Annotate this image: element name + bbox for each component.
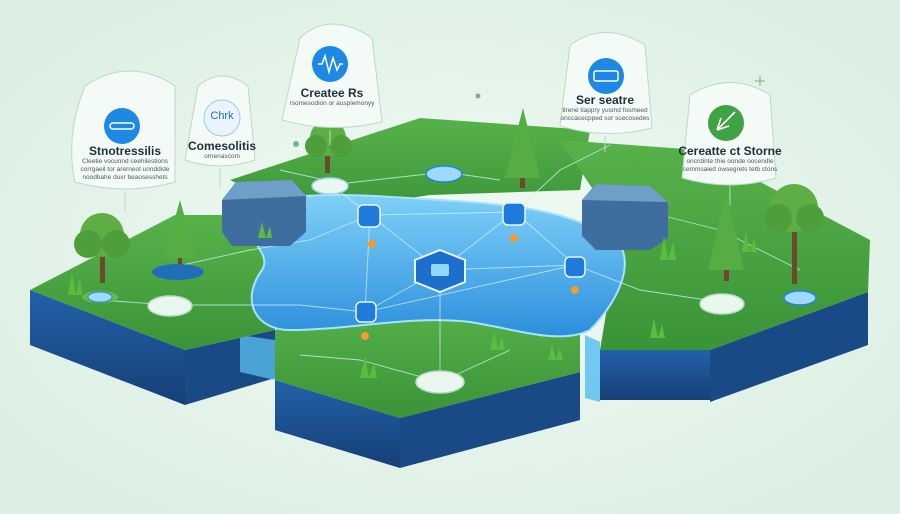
panel-icon bbox=[588, 58, 624, 94]
text-icon bbox=[203, 99, 241, 137]
callout-desc-line: ornenascom bbox=[204, 153, 240, 160]
callout-desc-line: onccacecpped sor scecosedes bbox=[560, 115, 650, 122]
grass-tufts bbox=[68, 222, 757, 378]
callout-desc-line: oncrdinte thie oonde oocendle bbox=[686, 158, 774, 165]
callout-desc-line: tlrene tiappry yusmd fosmeed bbox=[562, 107, 648, 114]
callout-title: Createe Rs bbox=[300, 86, 364, 100]
callout-title: Stnotressilis bbox=[88, 144, 162, 158]
sparkle-marks bbox=[293, 76, 765, 147]
tree-left-conifer bbox=[164, 200, 196, 269]
callout-title: Cereatte ct Storne bbox=[678, 144, 782, 158]
callout-desc-line: corrgaeil tor arerneot unnddide bbox=[80, 166, 170, 173]
tree-right-deciduous bbox=[764, 184, 824, 284]
callout-desc-line: noodbahe duxr beaosesshets bbox=[82, 174, 168, 181]
tree-top-conifer bbox=[505, 108, 540, 188]
callout-desc-line: cemmsaied owsegrets tetb ctons bbox=[682, 166, 778, 173]
tree-top-deciduous bbox=[305, 120, 352, 173]
platform-discs bbox=[87, 165, 817, 394]
callout-stnotressilis: Stnotressilis Cleetie vocunnd ceehilesti… bbox=[66, 144, 184, 182]
leaf-icon bbox=[708, 105, 744, 141]
soil-walls bbox=[30, 290, 868, 468]
node-icons bbox=[355, 202, 586, 340]
waveform-icon bbox=[312, 46, 348, 82]
central-hub-icon bbox=[414, 248, 466, 294]
callout-comesolitis: Comesolitis ornenascom bbox=[178, 139, 266, 161]
callout-desc-line: Cleetie vocunnd ceehilestions bbox=[82, 158, 168, 165]
icon-text-chrk: Chrk bbox=[210, 110, 234, 122]
tree-right-conifer bbox=[708, 192, 744, 281]
callout-title: Comesolitis bbox=[187, 139, 256, 153]
callout-stems bbox=[124, 130, 731, 212]
callout-ser-seatre: Ser seatre tlrene tiappry yusmd fosmeed … bbox=[548, 93, 662, 123]
tree-left-deciduous bbox=[74, 213, 130, 283]
callout-title: Ser seatre bbox=[575, 93, 635, 107]
callout-icon-label: Chrk bbox=[180, 110, 264, 122]
rock-right bbox=[582, 184, 668, 250]
callout-desc-line: rsomesodion or ausplemonyy bbox=[289, 100, 375, 107]
sensor-icon bbox=[104, 108, 140, 144]
callout-createe-rs: Createe Rs rsomesodion or ausplemonyy bbox=[280, 86, 384, 108]
callout-cereatte-ct-storne: Cereatte ct Storne oncrdinte thie oonde … bbox=[670, 144, 790, 174]
rock-left bbox=[222, 180, 306, 246]
small-pond bbox=[152, 264, 204, 280]
